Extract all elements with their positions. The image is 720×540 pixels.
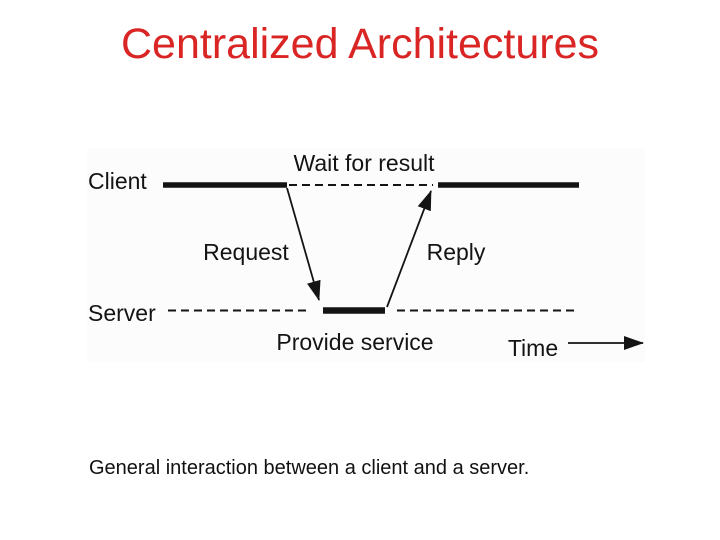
wait-for-result-label: Wait for result — [293, 150, 435, 176]
client-server-timeline-diagram: Client Wait for result Request Reply Ser… — [87, 148, 645, 362]
provide-service-label: Provide service — [276, 329, 433, 355]
request-label: Request — [203, 239, 289, 265]
request-arrow — [286, 187, 321, 301]
reply-label: Reply — [427, 239, 486, 265]
time-label: Time — [508, 335, 558, 361]
reply-arrow — [386, 190, 432, 308]
client-label: Client — [88, 168, 147, 194]
diagram-canvas: Client Wait for result Request Reply Ser… — [88, 150, 644, 361]
figure-caption: General interaction between a client and… — [89, 457, 530, 479]
server-label: Server — [88, 300, 156, 326]
page-title: Centralized Architectures — [121, 20, 599, 68]
